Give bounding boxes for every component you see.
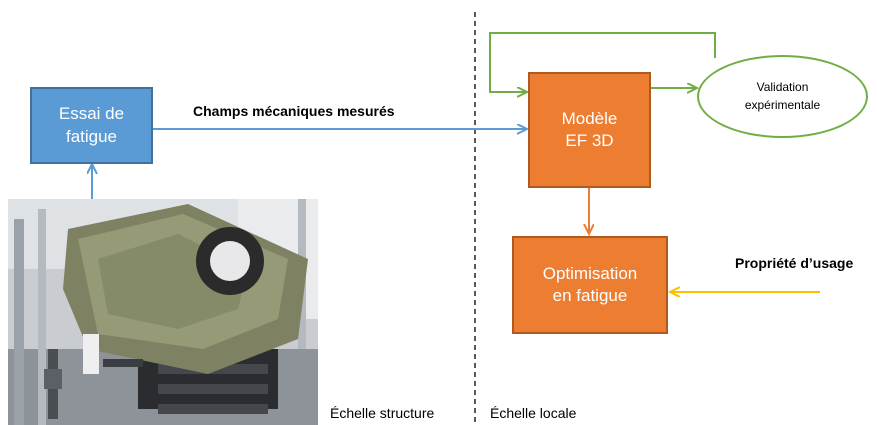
validation-line-1: Validation xyxy=(756,80,809,95)
validation-line-2: expérimentale xyxy=(744,97,821,112)
echelle-locale-label: Échelle locale xyxy=(490,405,577,421)
validation-experimentale-ellipse: Validation expérimentale xyxy=(697,55,868,138)
propriete-usage-label: Propriété d’usage xyxy=(735,255,854,271)
optimisation-line-2: en fatigue xyxy=(552,286,628,305)
optimisation-line-1: Optimisation xyxy=(542,263,638,283)
arrow-validation-loop xyxy=(489,32,716,92)
essai-line-1: Essai de xyxy=(58,104,125,124)
essai-de-fatigue-box: Essai de fatigue xyxy=(30,87,153,164)
modele-line-1: Modèle xyxy=(561,108,618,128)
modele-line-2: EF 3D xyxy=(565,131,614,150)
optimisation-en-fatigue-box: Optimisation en fatigue xyxy=(512,236,668,334)
essai-line-2: fatigue xyxy=(65,126,118,146)
champs-mecaniques-label: Champs mécaniques mesurés xyxy=(193,103,395,119)
modele-ef-3d-box: Modèle EF 3D xyxy=(528,72,651,188)
fatigue-test-rig-photo xyxy=(8,199,318,425)
echelle-structure-label: Échelle structure xyxy=(330,405,435,421)
